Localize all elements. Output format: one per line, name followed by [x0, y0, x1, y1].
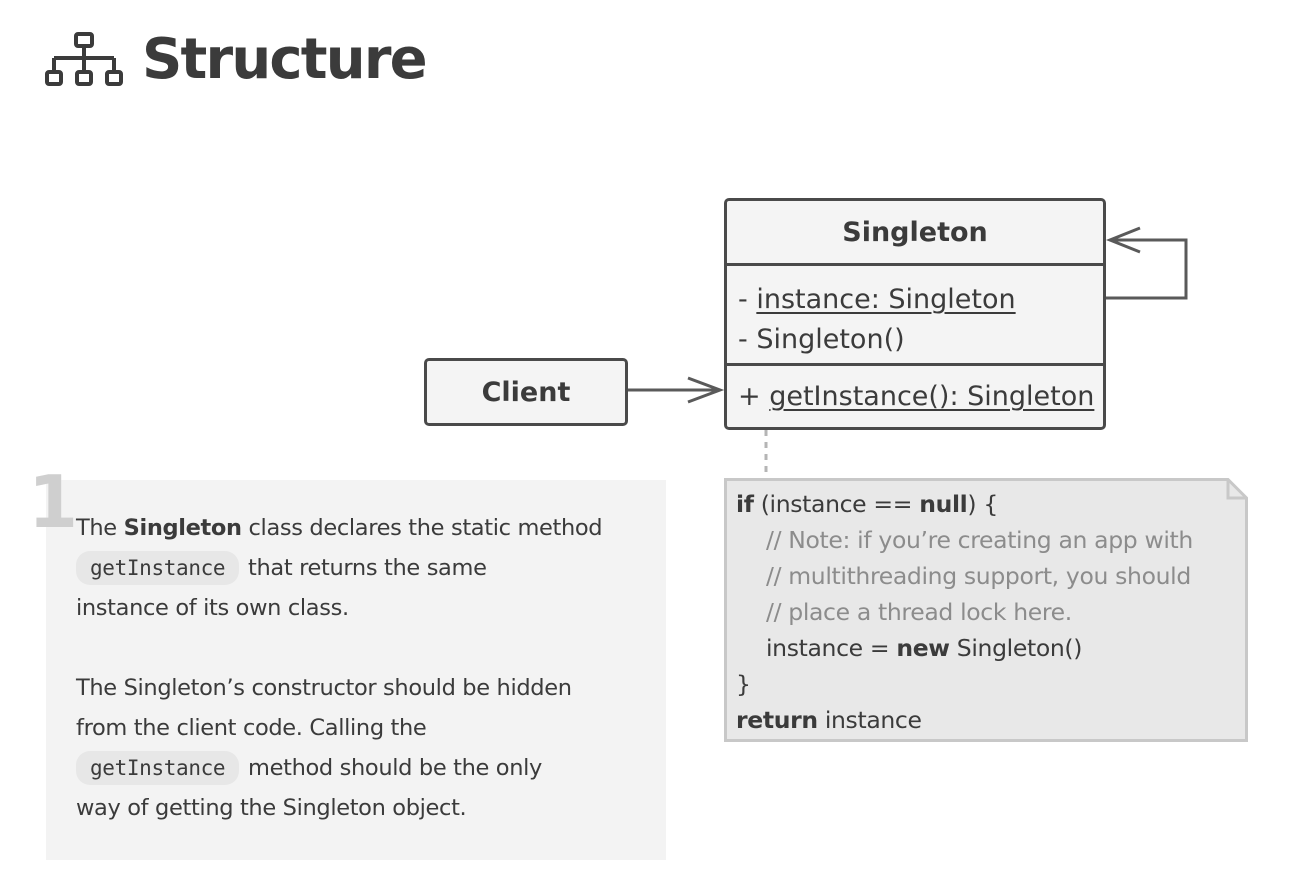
code-text: instance = — [766, 634, 897, 662]
text: The Singleton’s constructor should be hi… — [76, 675, 572, 701]
keyword-new: new — [896, 634, 950, 662]
description-panel: 1 The Singleton class declares the stati… — [28, 466, 666, 860]
code-line-close-brace: } — [736, 670, 751, 698]
text: way of getting the Singleton object. — [76, 795, 467, 821]
visibility-marker: - — [738, 284, 748, 315]
visibility-marker: + — [738, 381, 761, 412]
keyword-null: null — [919, 490, 968, 518]
text: class declares the static method — [241, 515, 603, 541]
text: method should be the only — [248, 755, 542, 781]
keyword-if: if — [736, 490, 754, 518]
hierarchy-icon — [45, 32, 123, 86]
singleton-class-name: Singleton — [842, 216, 988, 248]
text: from the client code. Calling the — [76, 715, 427, 741]
code-text: Singleton() — [949, 634, 1083, 662]
code-note: if (instance == null) { // Note: if you’… — [724, 478, 1248, 742]
inline-code: getInstance — [76, 551, 240, 585]
code-comment-line: // place a thread lock here. — [766, 598, 1072, 626]
singleton-operations-section: + getInstance(): Singleton — [727, 363, 1103, 427]
inline-code: getInstance — [76, 751, 240, 785]
client-class-box: Client — [424, 358, 628, 426]
code-comment-line: // multithreading support, you should — [766, 562, 1191, 590]
code-line-if: if (instance == null) { — [736, 486, 1248, 522]
description-paragraph-1: The Singleton class declares the static … — [76, 508, 646, 628]
step-number: 1 — [28, 460, 78, 544]
text: The — [76, 515, 124, 541]
attribute-constructor-text: Singleton() — [756, 324, 905, 355]
singleton-name-section: Singleton — [727, 201, 1103, 263]
code-text: instance — [817, 706, 922, 734]
operation-getinstance: + getInstance(): Singleton — [738, 377, 1103, 417]
singleton-attributes-section: - instance: Singleton - Singleton() — [727, 263, 1103, 363]
attribute-constructor: - Singleton() — [738, 320, 1103, 360]
description-paragraph-2: The Singleton’s constructor should be hi… — [76, 668, 646, 828]
code-line-assign: instance = new Singleton() — [736, 630, 1248, 666]
singleton-class-box: Singleton - instance: Singleton - Single… — [724, 198, 1106, 430]
self-association-line — [1104, 238, 1188, 300]
code-line-return: return instance — [736, 702, 1248, 738]
bold-term: Singleton — [123, 515, 242, 541]
text: instance of its own class. — [76, 595, 349, 621]
operation-getinstance-text: getInstance(): Singleton — [769, 381, 1095, 412]
text: that returns the same — [248, 555, 487, 581]
keyword-return: return — [736, 706, 818, 734]
attribute-instance: - instance: Singleton — [738, 280, 1103, 320]
code-text: (instance == — [753, 490, 920, 518]
page-title: Structure — [142, 27, 428, 92]
self-association-arrowhead — [1105, 226, 1141, 254]
client-dependency-arrowhead — [687, 376, 725, 404]
page-header: Structure — [44, 20, 428, 100]
client-class-name: Client — [481, 376, 571, 408]
code-comment-line: // Note: if you’re creating an app with — [766, 526, 1193, 554]
note-shape — [724, 478, 1248, 742]
visibility-marker: - — [738, 324, 748, 355]
code-text: ) { — [967, 490, 998, 518]
attribute-instance-text: instance: Singleton — [756, 284, 1016, 315]
